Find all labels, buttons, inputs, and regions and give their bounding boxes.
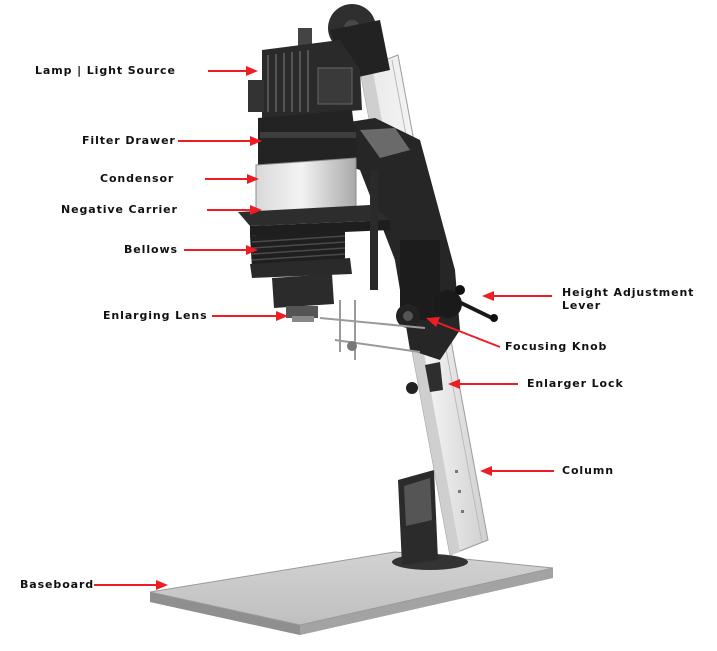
carriage-arm-shape: [330, 118, 498, 394]
label-negative-carrier: Negative Carrier: [61, 203, 178, 216]
label-condensor: Condensor: [100, 172, 175, 185]
lens-shape: [272, 274, 334, 322]
label-bellows: Bellows: [124, 243, 178, 256]
label-height-adjustment-line2: Lever: [562, 299, 602, 312]
label-height-adjustment-line1: Height Adjustment: [562, 286, 695, 299]
condensor-shape: [255, 157, 357, 213]
label-focusing-knob: Focusing Knob: [505, 340, 608, 353]
bellows-shape: [250, 230, 352, 278]
label-height-adjustment: Height Adjustment Lever: [562, 286, 694, 312]
column-mount-shape: [392, 470, 468, 570]
focus-rod-knob-shape: [347, 341, 357, 351]
negative-carrier-shape: [238, 170, 390, 290]
label-column: Column: [562, 464, 614, 477]
label-baseboard: Baseboard: [20, 578, 95, 591]
label-lamp: Lamp | Light Source: [35, 64, 176, 77]
arrows: [94, 66, 554, 590]
label-filter-drawer: Filter Drawer: [82, 134, 176, 147]
label-enlarger-lock: Enlarger Lock: [527, 377, 624, 390]
baseboard-shape: [149, 551, 554, 635]
lamp-housing-shape: [248, 28, 362, 118]
label-enlarging-lens: Enlarging Lens: [103, 309, 208, 322]
filter-drawer-shape: [258, 110, 358, 166]
